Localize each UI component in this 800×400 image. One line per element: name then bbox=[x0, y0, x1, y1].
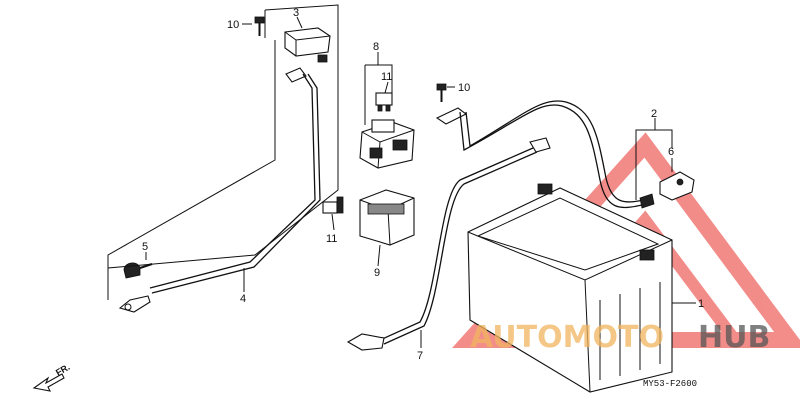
battery-part bbox=[467, 183, 673, 393]
terminal-cap-part bbox=[659, 171, 695, 201]
part-label-11: 11 bbox=[381, 71, 392, 83]
watermark-text-primary: AUTOMOTO bbox=[470, 320, 664, 355]
part-label-5: 5 bbox=[142, 241, 148, 253]
assembly-frame-lines bbox=[107, 4, 339, 300]
positive-cable-part bbox=[435, 100, 655, 209]
negative-cable-part bbox=[118, 67, 321, 313]
part-label-10-center: 10 bbox=[458, 82, 470, 94]
part-label-6: 6 bbox=[668, 146, 674, 158]
terminal-cover-part bbox=[284, 27, 331, 63]
part-label-11-lower: 11 bbox=[326, 233, 337, 245]
leader-lines bbox=[635, 118, 673, 200]
part-label-4: 4 bbox=[240, 293, 246, 305]
fuse-icon bbox=[322, 196, 344, 214]
front-direction-arrow-icon bbox=[32, 373, 65, 392]
relay-bracket-lines bbox=[364, 64, 393, 125]
relay-holder-part bbox=[359, 189, 415, 246]
label-leader-lines bbox=[145, 16, 696, 348]
bolt-icon bbox=[436, 83, 447, 102]
long-cable-part bbox=[346, 137, 551, 351]
starter-relay-part bbox=[359, 119, 415, 169]
part-label-10: 10 bbox=[227, 19, 239, 31]
part-label-3: 3 bbox=[293, 7, 299, 19]
part-label-1: 1 bbox=[698, 298, 704, 310]
bolt-icon bbox=[254, 16, 265, 36]
part-label-2: 2 bbox=[651, 108, 657, 120]
part-label-8: 8 bbox=[373, 41, 379, 53]
watermark-text-secondary: HUB bbox=[698, 320, 770, 355]
front-direction-label: FR. bbox=[54, 362, 72, 378]
part-label-7: 7 bbox=[417, 350, 423, 362]
figure-code: MY53-F2600 bbox=[643, 379, 697, 389]
part-label-9: 9 bbox=[374, 267, 380, 279]
fuse-icon bbox=[375, 92, 393, 112]
